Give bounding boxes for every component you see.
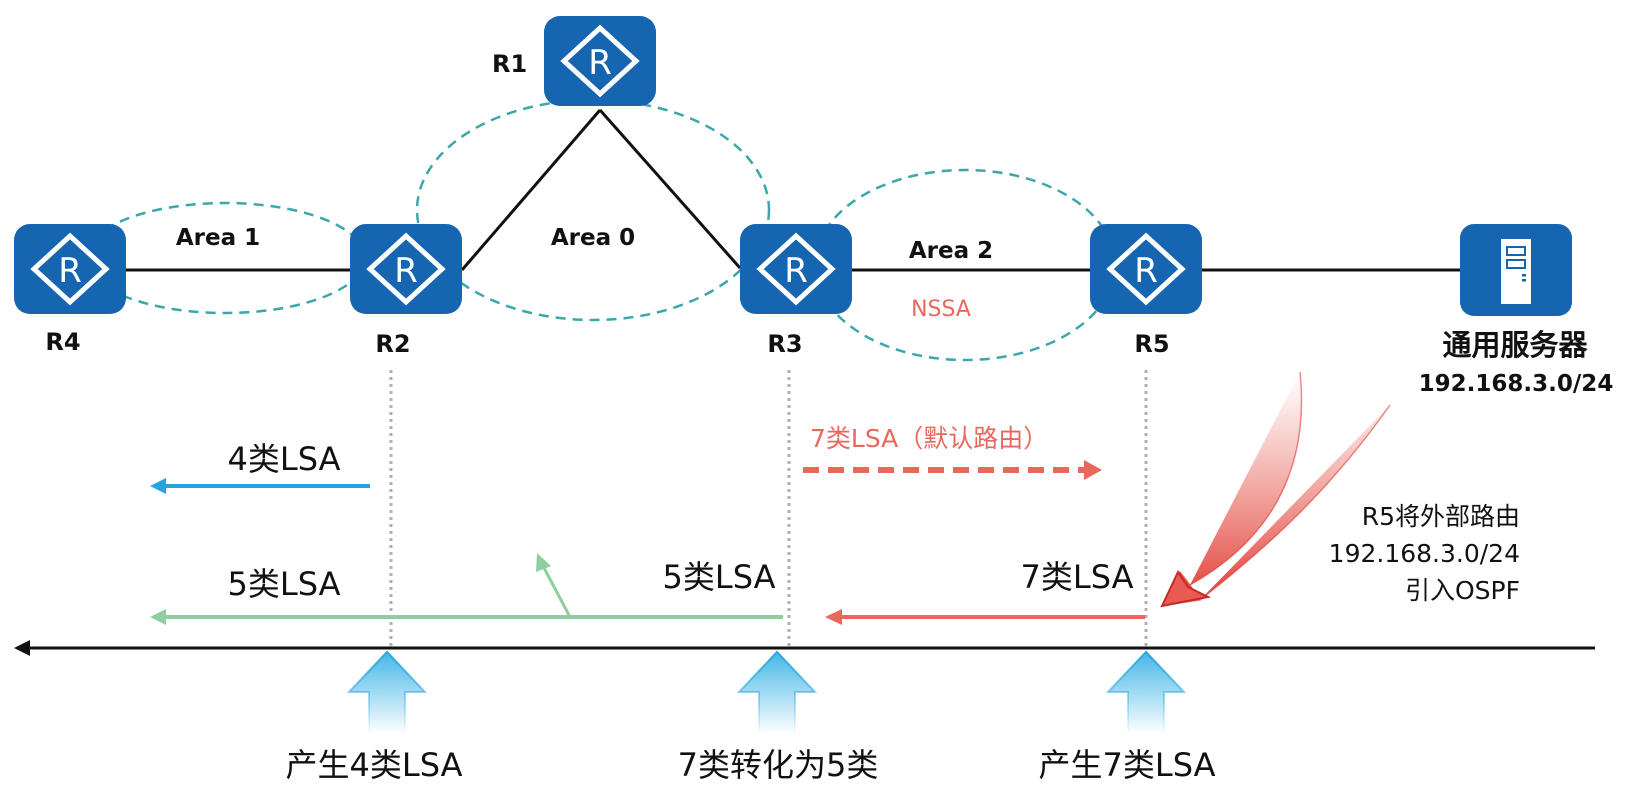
server-device[interactable]	[1460, 224, 1572, 316]
event-label-2: 产生7类LSA	[1039, 746, 1216, 784]
event-label-1: 7类转化为5类	[678, 746, 879, 784]
router-icon	[1090, 224, 1202, 314]
router-icon	[350, 224, 462, 314]
label-server: 通用服务器	[1442, 328, 1588, 362]
lsa5-branch-arrowhead	[536, 553, 551, 572]
area1-boundary	[83, 201, 367, 315]
router-r5[interactable]	[1090, 224, 1202, 314]
label-r5: R5	[1134, 330, 1169, 358]
label-r2: R2	[375, 330, 410, 358]
label-area0: Area 0	[551, 225, 635, 251]
area0-boundary	[415, 98, 771, 322]
label-nssa: NSSA	[911, 297, 971, 322]
router-r2[interactable]	[350, 224, 462, 314]
import-note-line1: R5将外部路由	[1362, 502, 1520, 531]
lsa5-arrowhead	[150, 609, 166, 625]
label-r4: R4	[45, 328, 80, 356]
link-r2-r1	[460, 109, 602, 271]
lsa5-right-label: 5类LSA	[663, 558, 776, 596]
event-arrow-r3	[736, 650, 818, 735]
import-arrow	[1160, 371, 1391, 608]
lsa7-arrowhead	[825, 609, 842, 625]
router-icon	[740, 224, 852, 314]
router-r3[interactable]	[740, 224, 852, 314]
event-arrow-r5	[1105, 650, 1187, 735]
area2-boundary	[813, 168, 1117, 362]
router-icon	[14, 224, 126, 314]
router-icon	[544, 16, 656, 106]
lsa7-label: 7类LSA	[1021, 558, 1134, 596]
label-r1: R1	[492, 50, 527, 78]
event-label-0: 产生4类LSA	[286, 746, 463, 784]
router-r1[interactable]	[544, 16, 656, 106]
server-icon	[1501, 239, 1531, 304]
router-r4[interactable]	[14, 224, 126, 314]
lsa4-arrowhead	[150, 478, 166, 494]
link-r1-r3	[598, 109, 742, 269]
lsa5-branch	[541, 565, 572, 618]
import-note-line2: 192.168.3.0/24	[1329, 539, 1520, 568]
import-note-line3: 引入OSPF	[1405, 576, 1520, 605]
label-server-subnet: 192.168.3.0/24	[1419, 371, 1614, 397]
lsa7-default-arrowhead	[1084, 460, 1102, 480]
label-area2: Area 2	[909, 238, 993, 264]
lsa4-label: 4类LSA	[228, 440, 341, 478]
timeline-arrowhead	[14, 640, 30, 656]
lsa7-default-label: 7类LSA（默认路由）	[810, 424, 1048, 453]
lsa5-left-label: 5类LSA	[228, 565, 341, 603]
event-arrow-r2	[346, 650, 428, 735]
label-r3: R3	[767, 330, 802, 358]
label-area1: Area 1	[176, 225, 260, 251]
